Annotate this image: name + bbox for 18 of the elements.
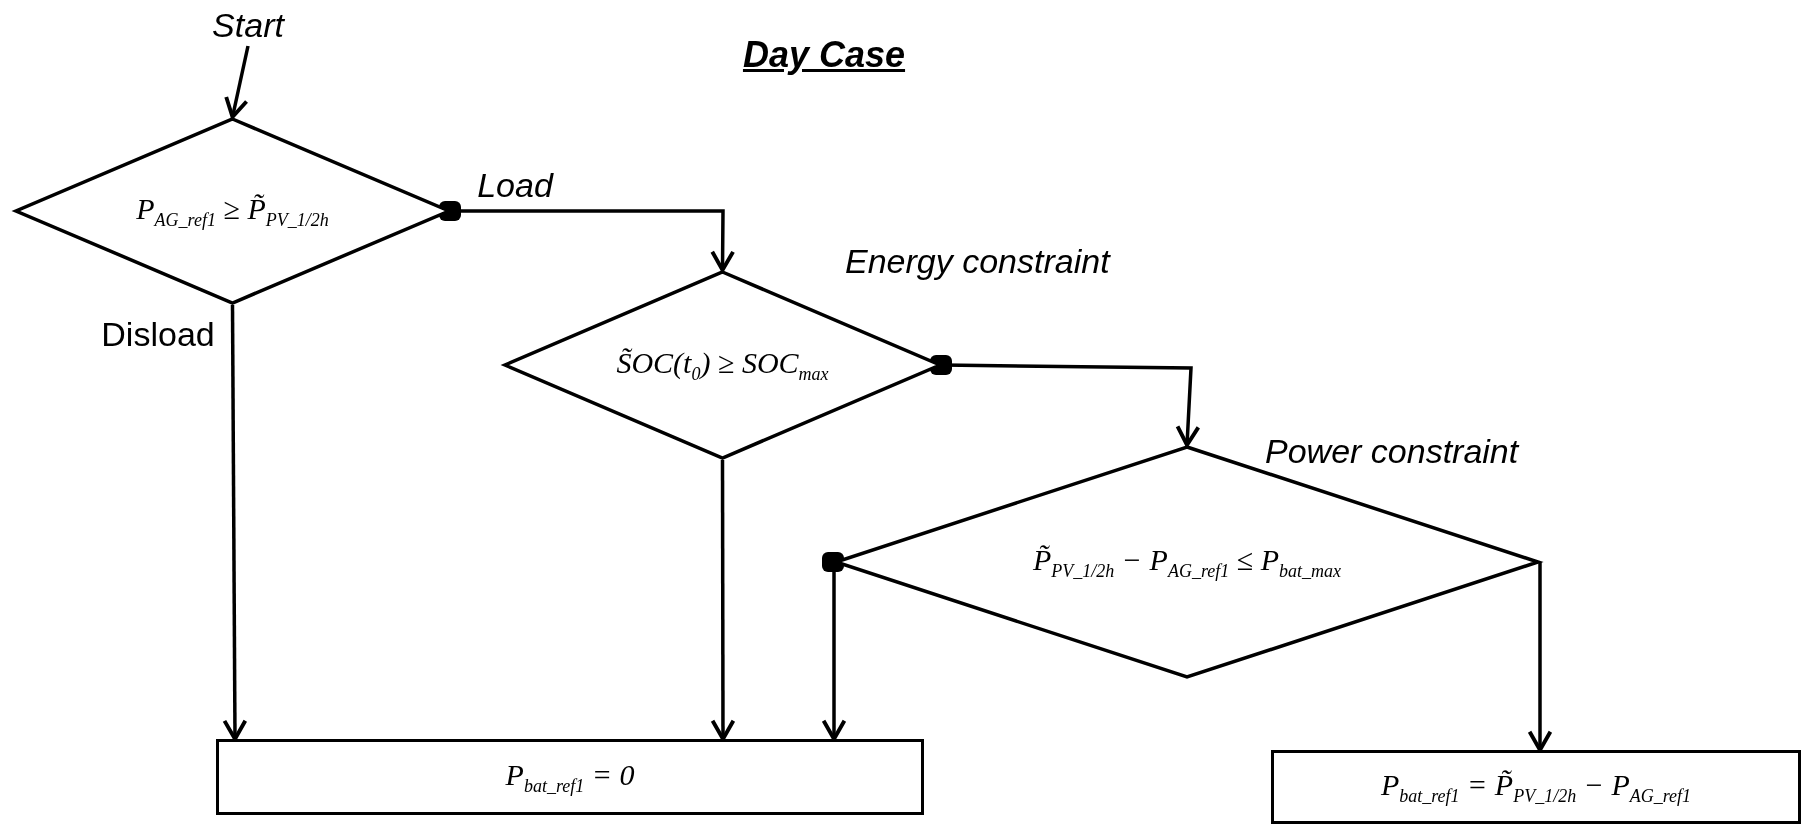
arrow (224, 45, 250, 119)
arrow (930, 355, 1201, 447)
formula-text: P̃$_{PV_1/2h}$ − P$_{AG_ref1}$ ≤ P$_{bat_max}$ (1033, 542, 1341, 582)
arrow (821, 552, 847, 741)
constraint-label: Power constraint (1265, 432, 1519, 471)
formula-text: P$_{bat_ref1}$ = P̃$_{PV_1/2h}$ − P$_{AG_ref1}$ (1380, 767, 1692, 807)
process-box (1271, 750, 1801, 824)
formula-text: S̃OC(t$_{0}$) ≥ SOC$_{max}$ (616, 345, 829, 385)
constraint-label: Energy constraint (845, 242, 1110, 281)
formula-text: P$_{bat_ref1}$ = 0 (505, 757, 635, 797)
formula-text: P$_{AG_ref1}$ ≥ P̃$_{PV_1/2h}$ (136, 191, 329, 231)
start-label: Start (190, 4, 306, 46)
arrow (1527, 562, 1553, 752)
arrow (439, 201, 735, 272)
process-box (216, 739, 924, 815)
arrow (222, 305, 248, 741)
diagram-title: Day Case (742, 34, 906, 76)
arrow (710, 460, 736, 741)
